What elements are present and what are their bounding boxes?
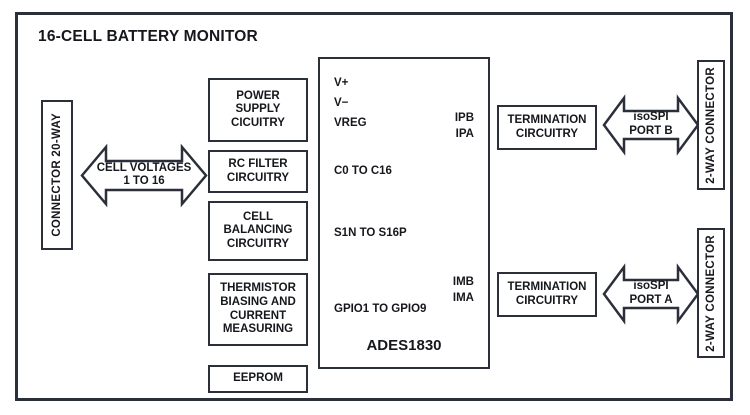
termination-b-line-1: TERMINATION [507, 113, 587, 126]
thermistor-biasing-block[interactable]: THERMISTOR BIASING AND CURRENT MEASURING [208, 273, 308, 346]
thermistor-line-4: MEASURING [222, 323, 294, 336]
termination-circuitry-port-a-block[interactable]: TERMINATION CIRCUITRY [497, 272, 597, 317]
termination-a-line-1: TERMINATION [507, 280, 587, 293]
pin-ipa: IPA [455, 128, 474, 140]
termination-b-line-2: CIRCUITRY [515, 127, 579, 140]
cell-balancing-line-3: CIRCUITRY [226, 237, 290, 250]
rc-filter-line-1: RC FILTER [228, 157, 288, 170]
ic-part-number: ADES1830 [366, 337, 442, 354]
cell-balancing-block[interactable]: CELL BALANCING CIRCUITRY [208, 201, 308, 261]
pin-ima: IMA [452, 292, 474, 304]
connector-2-way-port-a-label: 2-WAY CONNECTOR [705, 234, 717, 352]
pin-gpio1-to-gpio9: GPIO1 TO GPIO9 [334, 303, 427, 315]
connector-2-way-port-a-block[interactable]: 2-WAY CONNECTOR [697, 228, 725, 358]
rc-filter-line-2: CIRCUITRY [226, 171, 290, 184]
isospi-port-a-arrow: isoSPI PORT A [602, 263, 700, 325]
eeprom-label: EEPROM [233, 372, 283, 385]
eeprom-block[interactable]: EEPROM [208, 365, 308, 393]
pin-v-minus: V− [334, 97, 349, 109]
pin-c0-to-c16: C0 TO C16 [334, 165, 392, 177]
connector-20-way-label: CONNECTOR 20-WAY [51, 113, 63, 237]
termination-a-line-2: CIRCUITRY [515, 294, 579, 307]
thermistor-line-1: THERMISTOR [220, 282, 296, 295]
connector-2-way-port-b-label: 2-WAY CONNECTOR [705, 66, 717, 184]
pin-vreg: VREG [334, 117, 367, 129]
cell-balancing-line-2: BALANCING [223, 224, 293, 237]
power-supply-line-1: POWER [236, 89, 280, 102]
ades1830-ic-block[interactable]: V+ V− VREG C0 TO C16 S1N TO S16P GPIO1 T… [318, 57, 490, 369]
connector-20-way-block[interactable]: CONNECTOR 20-WAY [41, 100, 73, 250]
power-supply-line-3: CICUITRY [231, 116, 285, 129]
cell-balancing-line-1: CELL [242, 210, 274, 223]
connector-2-way-port-b-block[interactable]: 2-WAY CONNECTOR [697, 60, 725, 190]
thermistor-line-2: BIASING AND [220, 295, 296, 308]
thermistor-line-3: CURRENT [229, 309, 287, 322]
rc-filter-block[interactable]: RC FILTER CIRCUITRY [208, 150, 308, 193]
termination-circuitry-port-b-block[interactable]: TERMINATION CIRCUITRY [497, 105, 597, 150]
isospi-port-b-arrow: isoSPI PORT B [602, 94, 700, 156]
pin-imb: IMB [452, 276, 474, 288]
page-title: 16-CELL BATTERY MONITOR [38, 28, 258, 45]
cell-voltages-arrow: CELL VOLTAGES 1 TO 16 [80, 142, 208, 209]
pin-ipb: IPB [454, 112, 474, 124]
power-supply-block[interactable]: POWER SUPPLY CICUITRY [208, 78, 308, 142]
pin-v-plus: V+ [334, 77, 349, 89]
pin-s1n-to-s16p: S1N TO S16P [334, 227, 407, 239]
power-supply-line-2: SUPPLY [235, 103, 281, 116]
